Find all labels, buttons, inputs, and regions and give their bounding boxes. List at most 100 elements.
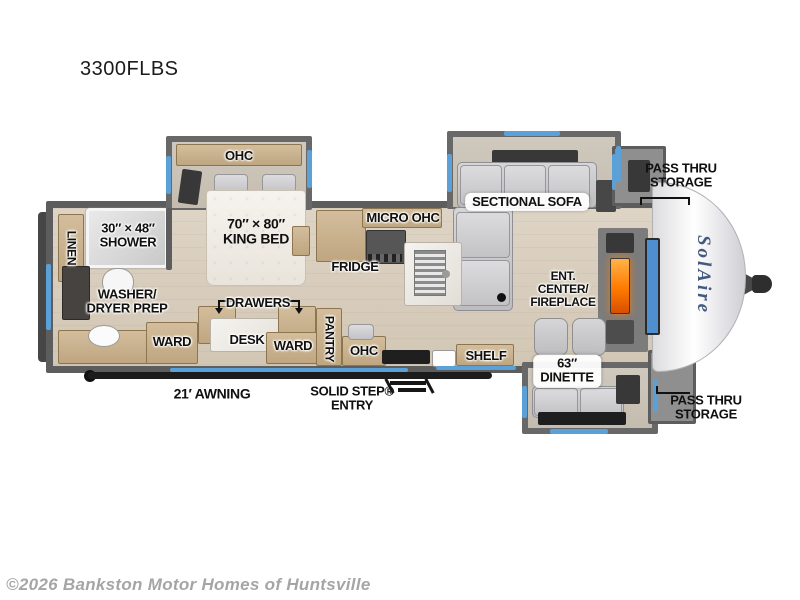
living-tv (492, 150, 578, 163)
label-micro-ohc: MICRO OHC (366, 209, 440, 225)
washer-dryer-space (62, 266, 90, 320)
label-sectional-sofa: SECTIONAL SOFA (465, 192, 589, 212)
pass-thru-top-window-strip (612, 154, 616, 190)
wardrobe-left (146, 322, 198, 364)
label-shelf: SHELF (465, 347, 507, 363)
toilet (102, 268, 134, 298)
drawers-drop-right (298, 300, 300, 308)
faucet (442, 270, 450, 278)
entry-step-top (382, 350, 430, 364)
bedroom-slide-window-right (307, 150, 312, 188)
dinette-table (538, 412, 626, 425)
label-ent-center: ENT. CENTER/ FIREPLACE (530, 269, 596, 310)
pass-thru-top-window (628, 160, 650, 192)
label-linen: LINEN (64, 230, 79, 266)
pass-thru-top-tick-left (640, 197, 642, 205)
pass-thru-bottom-tick (656, 386, 658, 394)
shower (86, 208, 168, 268)
label-king-bed: 70″ × 80″ KING BED (222, 215, 290, 248)
label-pass-thru-bottom-line1: PASS THRU (670, 392, 742, 408)
sofa-slide-window-top (504, 131, 560, 136)
label-shower: 30″ × 48″ SHOWER (99, 220, 157, 251)
drawers-arrow-left (215, 308, 223, 314)
dinette-window-right (653, 380, 658, 412)
pass-thru-top-tick-right (688, 197, 690, 205)
bath-sink (88, 325, 120, 347)
label-pass-thru-top-line2: STORAGE (650, 175, 712, 190)
bedroom-ohc-cabinet (176, 144, 302, 166)
label-washer-dryer-line2: DRYER PREP (86, 301, 168, 316)
sofa-slide-window-left (447, 154, 452, 192)
label-ward-right: WARD (273, 337, 313, 353)
chaise-cushion-1 (456, 212, 510, 258)
sofa-end-window (596, 180, 616, 212)
label-pass-thru-top-line1: PASS THRU (645, 160, 717, 176)
label-awning: 21′ AWNING (173, 385, 251, 402)
pass-thru-bottom-bracket (656, 392, 690, 394)
watermark: ©2026 Bankston Motor Homes of Huntsville (6, 575, 371, 594)
dinette-window-left (522, 386, 527, 418)
label-king-bed-line1: 70″ × 80″ (227, 215, 285, 232)
awning-bar (88, 372, 492, 379)
label-bedroom-ohc: OHC (225, 147, 253, 163)
dinette-chair-1 (534, 318, 568, 356)
dinette-tv (616, 375, 640, 404)
label-ent-center-line1: ENT. (550, 269, 576, 284)
pantry-cabinet (316, 308, 342, 366)
dinette-chair-2 (572, 318, 606, 356)
fridge-cabinet (316, 210, 366, 262)
label-desk: DESK (229, 331, 265, 347)
label-kitchen-ohc: OHC (350, 342, 378, 358)
label-king-bed-line2: KING BED (222, 231, 290, 247)
label-solid-step-line1: SOLID STEP® (310, 383, 394, 399)
entry-wall-window (436, 366, 516, 370)
label-drawers: DRAWERS (225, 294, 291, 310)
label-ent-center-line2: CENTER/ (537, 282, 589, 297)
dinette-cushion-2 (580, 388, 622, 416)
rear-window (46, 264, 51, 330)
micro-ohc-cabinet (362, 208, 442, 228)
awning-window-strip (170, 368, 408, 372)
label-dinette: 63″ DINETTE (533, 354, 601, 388)
front-tv-screen (645, 238, 660, 335)
label-pantry: PANTRY (322, 315, 337, 363)
ent-center-upper-recess (606, 233, 634, 253)
brand-logo: SolAire (693, 234, 714, 316)
label-pass-thru-bottom-line2: STORAGE (675, 407, 737, 422)
label-fridge: FRIDGE (331, 258, 379, 274)
wardrobe-right (266, 332, 318, 364)
ent-center-lower-recess (606, 320, 634, 344)
label-solid-step: SOLID STEP® ENTRY (310, 383, 394, 414)
label-solid-step-line2: ENTRY (330, 398, 374, 413)
label-dinette-line2: DINETTE (540, 370, 594, 385)
label-ward-left: WARD (152, 333, 192, 349)
hitch-coupler (752, 275, 772, 293)
label-washer-dryer: WASHER/ DRYER PREP (86, 286, 168, 317)
label-pass-thru-bottom: PASS THRU STORAGE (670, 392, 742, 423)
drawers-line-left (218, 300, 232, 302)
bedroom-slide-window-left (166, 156, 171, 194)
counter-item (348, 324, 374, 340)
nightstand (292, 226, 310, 256)
label-ent-center-line3: FIREPLACE (530, 295, 596, 310)
entry-door (432, 350, 456, 367)
label-shower-line1: 30″ × 48″ (101, 220, 155, 236)
bath-vanity (58, 330, 162, 364)
drawers-drop-left (218, 300, 220, 308)
label-shower-line2: SHOWER (99, 235, 157, 250)
drawers-arrow-right (295, 308, 303, 314)
drawers-line-right (286, 300, 300, 302)
dinette-window-bottom (550, 429, 608, 434)
stove-grate (368, 254, 402, 262)
shelf-cabinet (456, 344, 514, 366)
sofa-slide-window-right (616, 146, 621, 182)
entry-step-2 (390, 381, 426, 385)
entry-step-3 (398, 388, 426, 392)
label-dinette-line1: 63″ (557, 355, 577, 371)
label-washer-dryer-line1: WASHER/ (97, 286, 157, 302)
label-pass-thru-top: PASS THRU STORAGE (645, 160, 717, 191)
fireplace (610, 258, 630, 314)
cupholder (497, 293, 506, 302)
king-bed (206, 190, 306, 286)
